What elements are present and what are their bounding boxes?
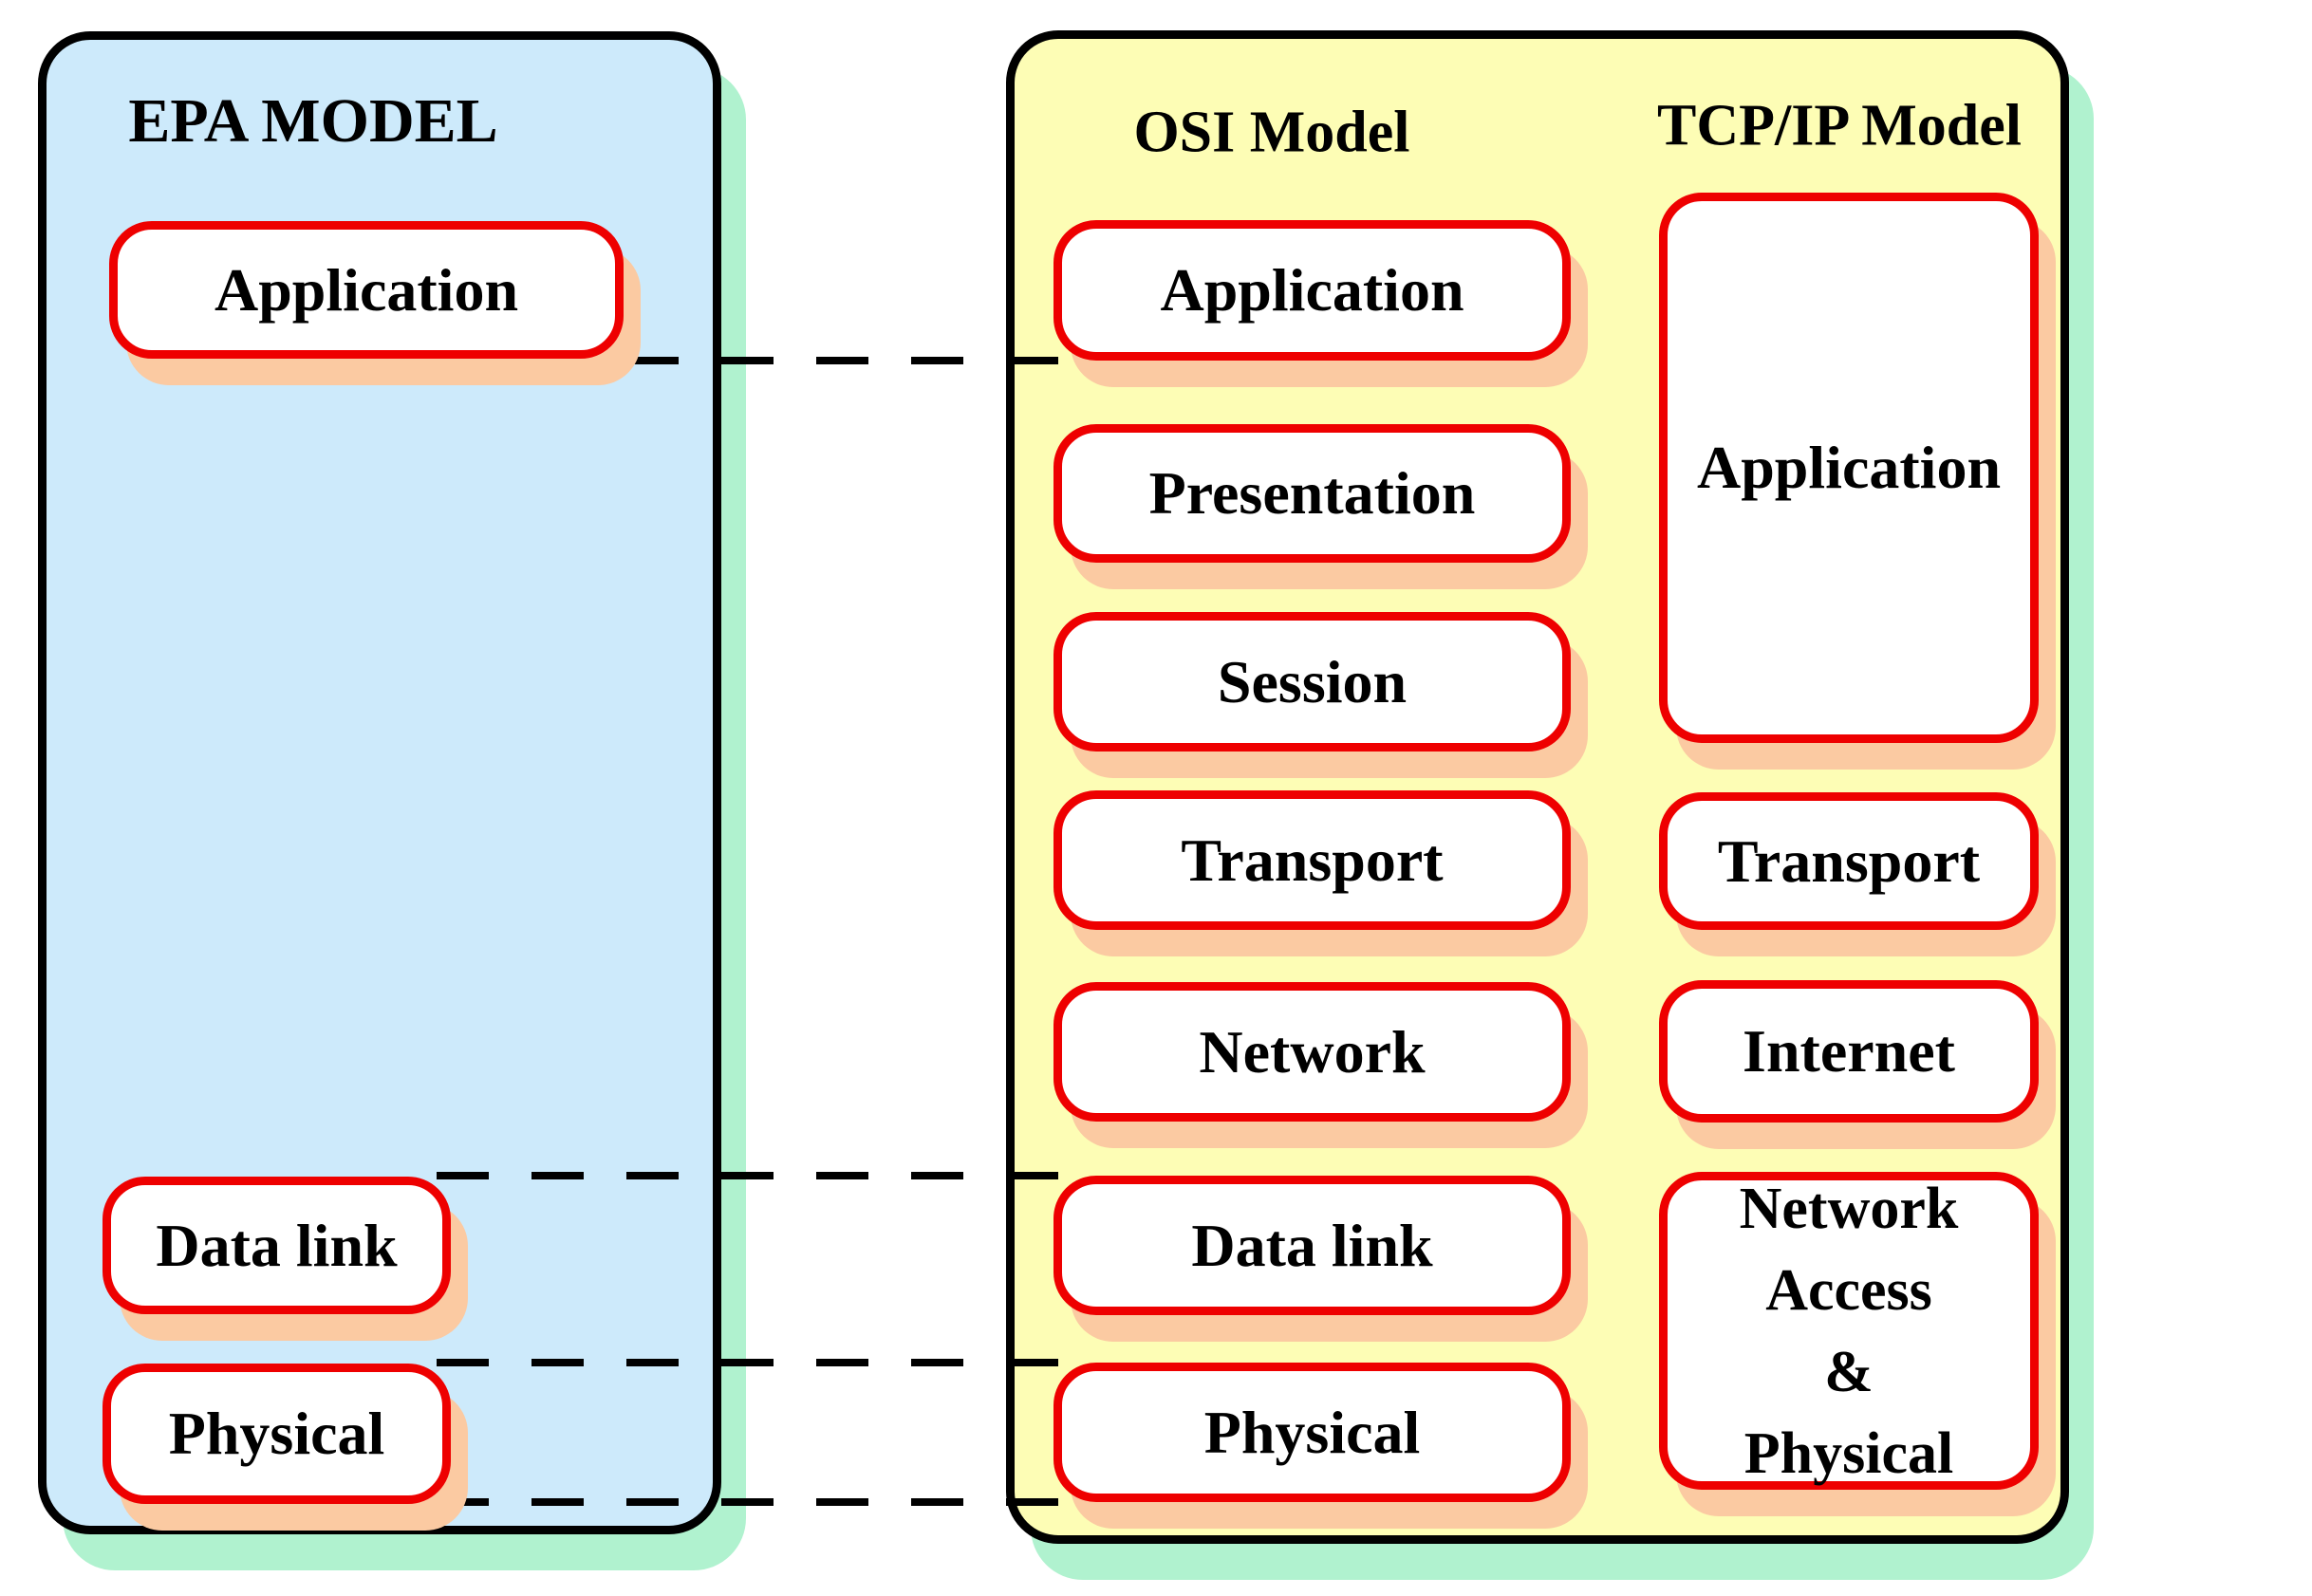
osi-model-title: OSI Model	[1133, 100, 1410, 165]
osi-box-session-label: Session	[1217, 647, 1408, 715]
osi-box-network-label: Network	[1199, 1017, 1426, 1086]
connector-data-link-top	[427, 1172, 1058, 1179]
epa-box-application: Application	[109, 221, 624, 359]
epa-box-physical-label: Physical	[168, 1400, 385, 1467]
tcpip-box-network-access-physical: Network Access & Physical	[1659, 1172, 2039, 1490]
tcpip-box-network-access-physical-label: Network Access & Physical	[1668, 1168, 2030, 1494]
osi-box-application-label: Application	[1160, 256, 1464, 324]
tcpip-box-application: Application	[1659, 193, 2039, 743]
osi-box-session: Session	[1053, 612, 1571, 752]
tcpip-box-transport: Transport	[1659, 792, 2039, 930]
tcpip-box-transport-label: Transport	[1717, 826, 1981, 895]
osi-box-transport-label: Transport	[1181, 826, 1444, 894]
tcpip-box-application-label: Application	[1696, 434, 2002, 501]
osi-box-data-link: Data link	[1053, 1176, 1571, 1315]
network-access-line: Network Access	[1739, 1176, 1959, 1323]
connector-application-bottom	[569, 357, 1058, 364]
tcpip-box-internet-label: Internet	[1743, 1017, 1955, 1085]
ampersand-line: &	[1824, 1339, 1874, 1404]
osi-box-presentation: Presentation	[1053, 424, 1571, 563]
osi-box-network: Network	[1053, 982, 1571, 1122]
connector-physical-bottom	[432, 1498, 1058, 1506]
epa-box-physical: Physical	[103, 1364, 451, 1504]
physical-line: Physical	[1743, 1420, 1954, 1486]
epa-model-title: EPA MODEL	[128, 86, 498, 156]
epa-box-data-link: Data link	[103, 1177, 451, 1314]
tcpip-model-title: TCP/IP Model	[1656, 93, 2023, 158]
epa-box-application-label: Application	[214, 255, 519, 324]
tcpip-box-internet: Internet	[1659, 980, 2039, 1123]
osi-box-presentation-label: Presentation	[1148, 459, 1476, 527]
osi-box-application: Application	[1053, 220, 1571, 361]
osi-box-physical: Physical	[1053, 1363, 1571, 1502]
osi-box-transport: Transport	[1053, 790, 1571, 930]
osi-box-physical-label: Physical	[1203, 1398, 1421, 1466]
connector-physical-top	[427, 1359, 1058, 1366]
epa-box-data-link-label: Data link	[156, 1211, 398, 1279]
osi-box-data-link-label: Data link	[1191, 1211, 1433, 1279]
